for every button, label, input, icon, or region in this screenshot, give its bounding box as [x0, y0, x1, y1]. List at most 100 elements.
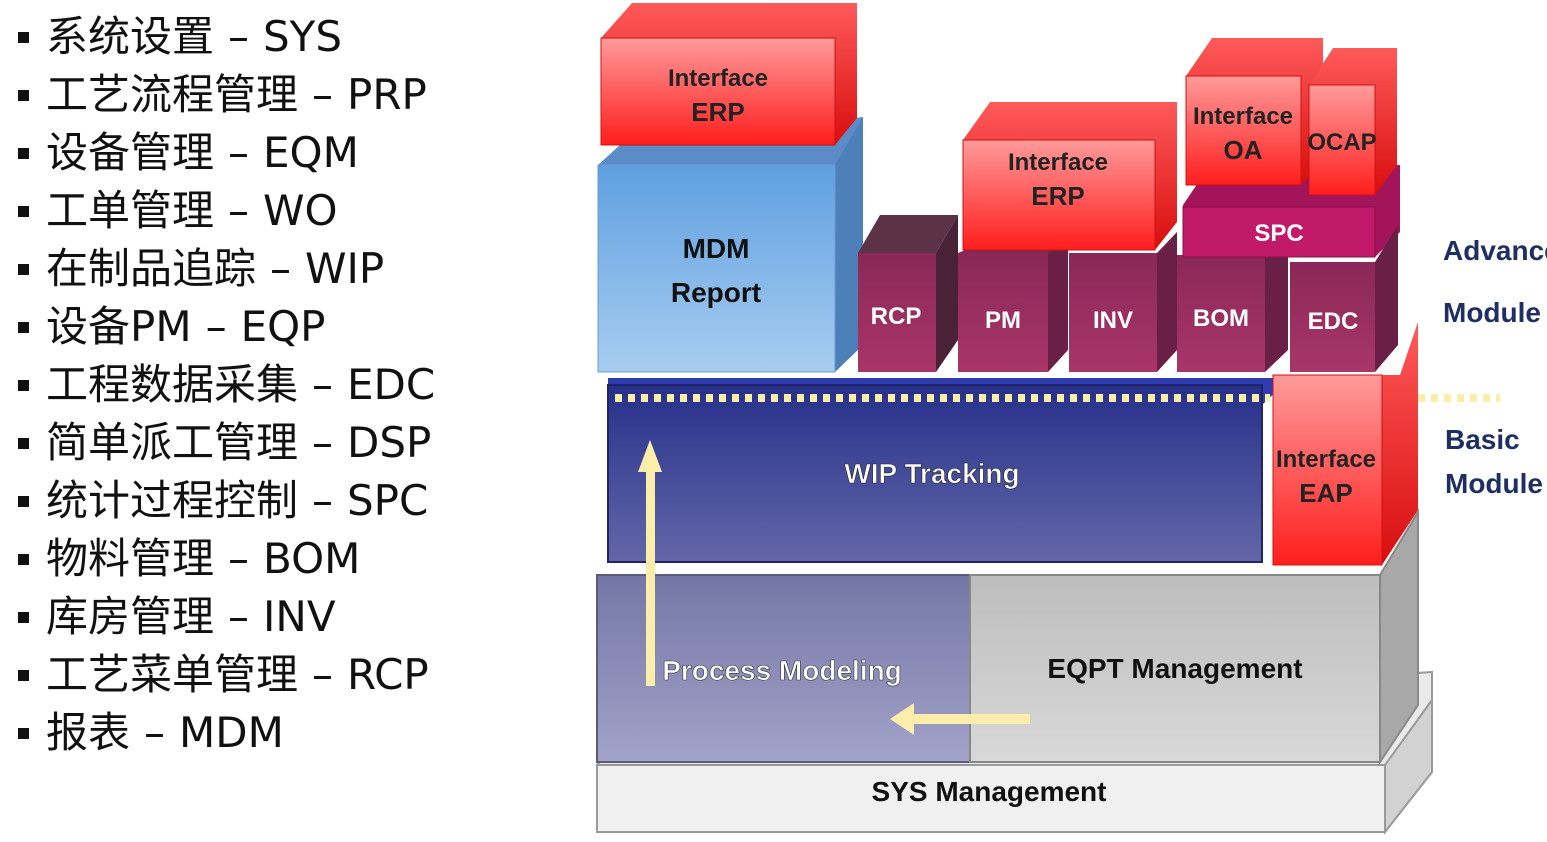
ocap-block: [1308, 84, 1376, 196]
interface-erp-1-line1: Interface: [668, 65, 768, 92]
separator: –: [228, 12, 250, 61]
sys-management-label: SYS Management: [872, 776, 1107, 807]
module-code: PRP: [347, 70, 427, 119]
module-list-item: 简单派工管理–DSP: [18, 414, 435, 472]
bullet-icon: [18, 263, 29, 275]
module-list-item: 物料管理–BOM: [18, 530, 435, 588]
separator: –: [144, 708, 166, 757]
separator: –: [228, 128, 250, 177]
module-code: RCP: [347, 650, 429, 699]
inv-side: [1157, 232, 1177, 372]
separator: –: [205, 302, 227, 351]
bom-side: [1265, 235, 1288, 372]
left-arrow-icon: [890, 703, 914, 735]
rcp-side: [936, 215, 958, 372]
separator: –: [228, 534, 250, 583]
interface-erp-1-line2: ERP: [691, 97, 744, 127]
module-name: 统计过程控制: [46, 476, 299, 525]
interface-erp-1-block: [600, 37, 836, 146]
bullet-icon: [18, 205, 29, 217]
pm-label: PM: [985, 307, 1021, 334]
separator: –: [312, 650, 334, 699]
module-name: 工单管理: [46, 186, 215, 235]
separator: –: [312, 476, 334, 525]
separator: –: [312, 360, 334, 409]
pm-block: [958, 253, 1048, 372]
bullet-icon: [18, 321, 29, 333]
module-name: 在制品追踪: [46, 244, 257, 293]
interface-erp-2-block: [962, 139, 1156, 251]
ocap-label: OCAP: [1307, 129, 1376, 156]
module-name: 工程数据采集: [46, 360, 299, 409]
bom-label: BOM: [1193, 305, 1249, 332]
interface-eap-line2: EAP: [1299, 478, 1352, 508]
interface-oa-line1: Interface: [1193, 103, 1293, 130]
module-list-item: 设备管理–EQM: [18, 124, 435, 182]
bullet-icon: [18, 669, 29, 681]
separator: –: [228, 186, 250, 235]
wip-tracking-block: [607, 384, 1263, 563]
module-code: WIP: [305, 244, 385, 293]
separator: –: [270, 244, 292, 293]
module-list-item: 库房管理–INV: [18, 588, 435, 646]
separator: –: [312, 418, 334, 467]
inv-block: [1069, 253, 1157, 372]
interface-eap-line1: Interface: [1276, 446, 1376, 473]
module-code: EDC: [347, 360, 436, 409]
interface-erp-2-line1: Interface: [1008, 149, 1108, 176]
module-name: 工艺菜单管理: [46, 650, 299, 699]
module-code: SYS: [263, 12, 342, 61]
up-arrow-icon: [638, 440, 662, 472]
up-arrow-shaft: [646, 468, 655, 686]
module-list-item: 工艺菜单管理–RCP: [18, 646, 435, 704]
rcp-block: [858, 253, 936, 372]
module-list-item: 在制品追踪–WIP: [18, 240, 435, 298]
interface-oa-line2: OA: [1224, 135, 1263, 165]
bullet-icon: [18, 379, 29, 391]
spc-label: SPC: [1254, 220, 1303, 247]
module-code: EQM: [263, 128, 359, 177]
rcp-top: [858, 215, 958, 253]
bullet-icon: [18, 89, 29, 101]
interface-erp-2-line2: ERP: [1031, 181, 1084, 211]
bullet-icon: [18, 553, 29, 565]
advance-module-line2: Module: [1443, 297, 1541, 328]
report-label: Report: [671, 277, 761, 308]
bullet-icon: [18, 31, 29, 43]
mdm-report-block: [597, 164, 836, 373]
eqpt-management-label: EQPT Management: [1047, 653, 1302, 684]
left-arrow-shaft: [908, 714, 1030, 724]
rcp-label: RCP: [871, 303, 922, 330]
module-list-item: 设备PM–EQP: [18, 298, 435, 356]
module-code: DSP: [347, 418, 432, 467]
module-code: BOM: [263, 534, 361, 583]
module-code: INV: [263, 592, 336, 641]
module-name: 报表: [46, 708, 131, 757]
separator: –: [312, 70, 334, 119]
advance-module-line1: Advance: [1443, 235, 1547, 266]
bullet-icon: [18, 147, 29, 159]
wip-tracking-label: WIP Tracking: [844, 458, 1019, 489]
module-code: WO: [263, 186, 338, 235]
bullet-icon: [18, 727, 29, 739]
bullet-icon: [18, 611, 29, 623]
module-name: 设备管理: [46, 128, 215, 177]
inv-label: INV: [1093, 307, 1133, 334]
basic-module-line1: Basic: [1445, 424, 1520, 455]
bom-block: [1177, 255, 1265, 372]
module-name: 简单派工管理: [46, 418, 299, 467]
module-code: SPC: [347, 476, 429, 525]
module-list-item: 统计过程控制–SPC: [18, 472, 435, 530]
interface-eap-block: [1272, 374, 1383, 566]
module-name: 设备PM: [46, 302, 192, 351]
module-list-item: 工程数据采集–EDC: [18, 356, 435, 414]
module-code: MDM: [179, 708, 284, 757]
process-modeling-label: Process Modeling: [662, 655, 902, 686]
eqpt-management-side: [1379, 508, 1419, 766]
module-name: 物料管理: [46, 534, 215, 583]
basic-module-line2: Module: [1445, 468, 1543, 499]
module-code: EQP: [240, 302, 326, 351]
module-list-item: 报表–MDM: [18, 704, 435, 762]
